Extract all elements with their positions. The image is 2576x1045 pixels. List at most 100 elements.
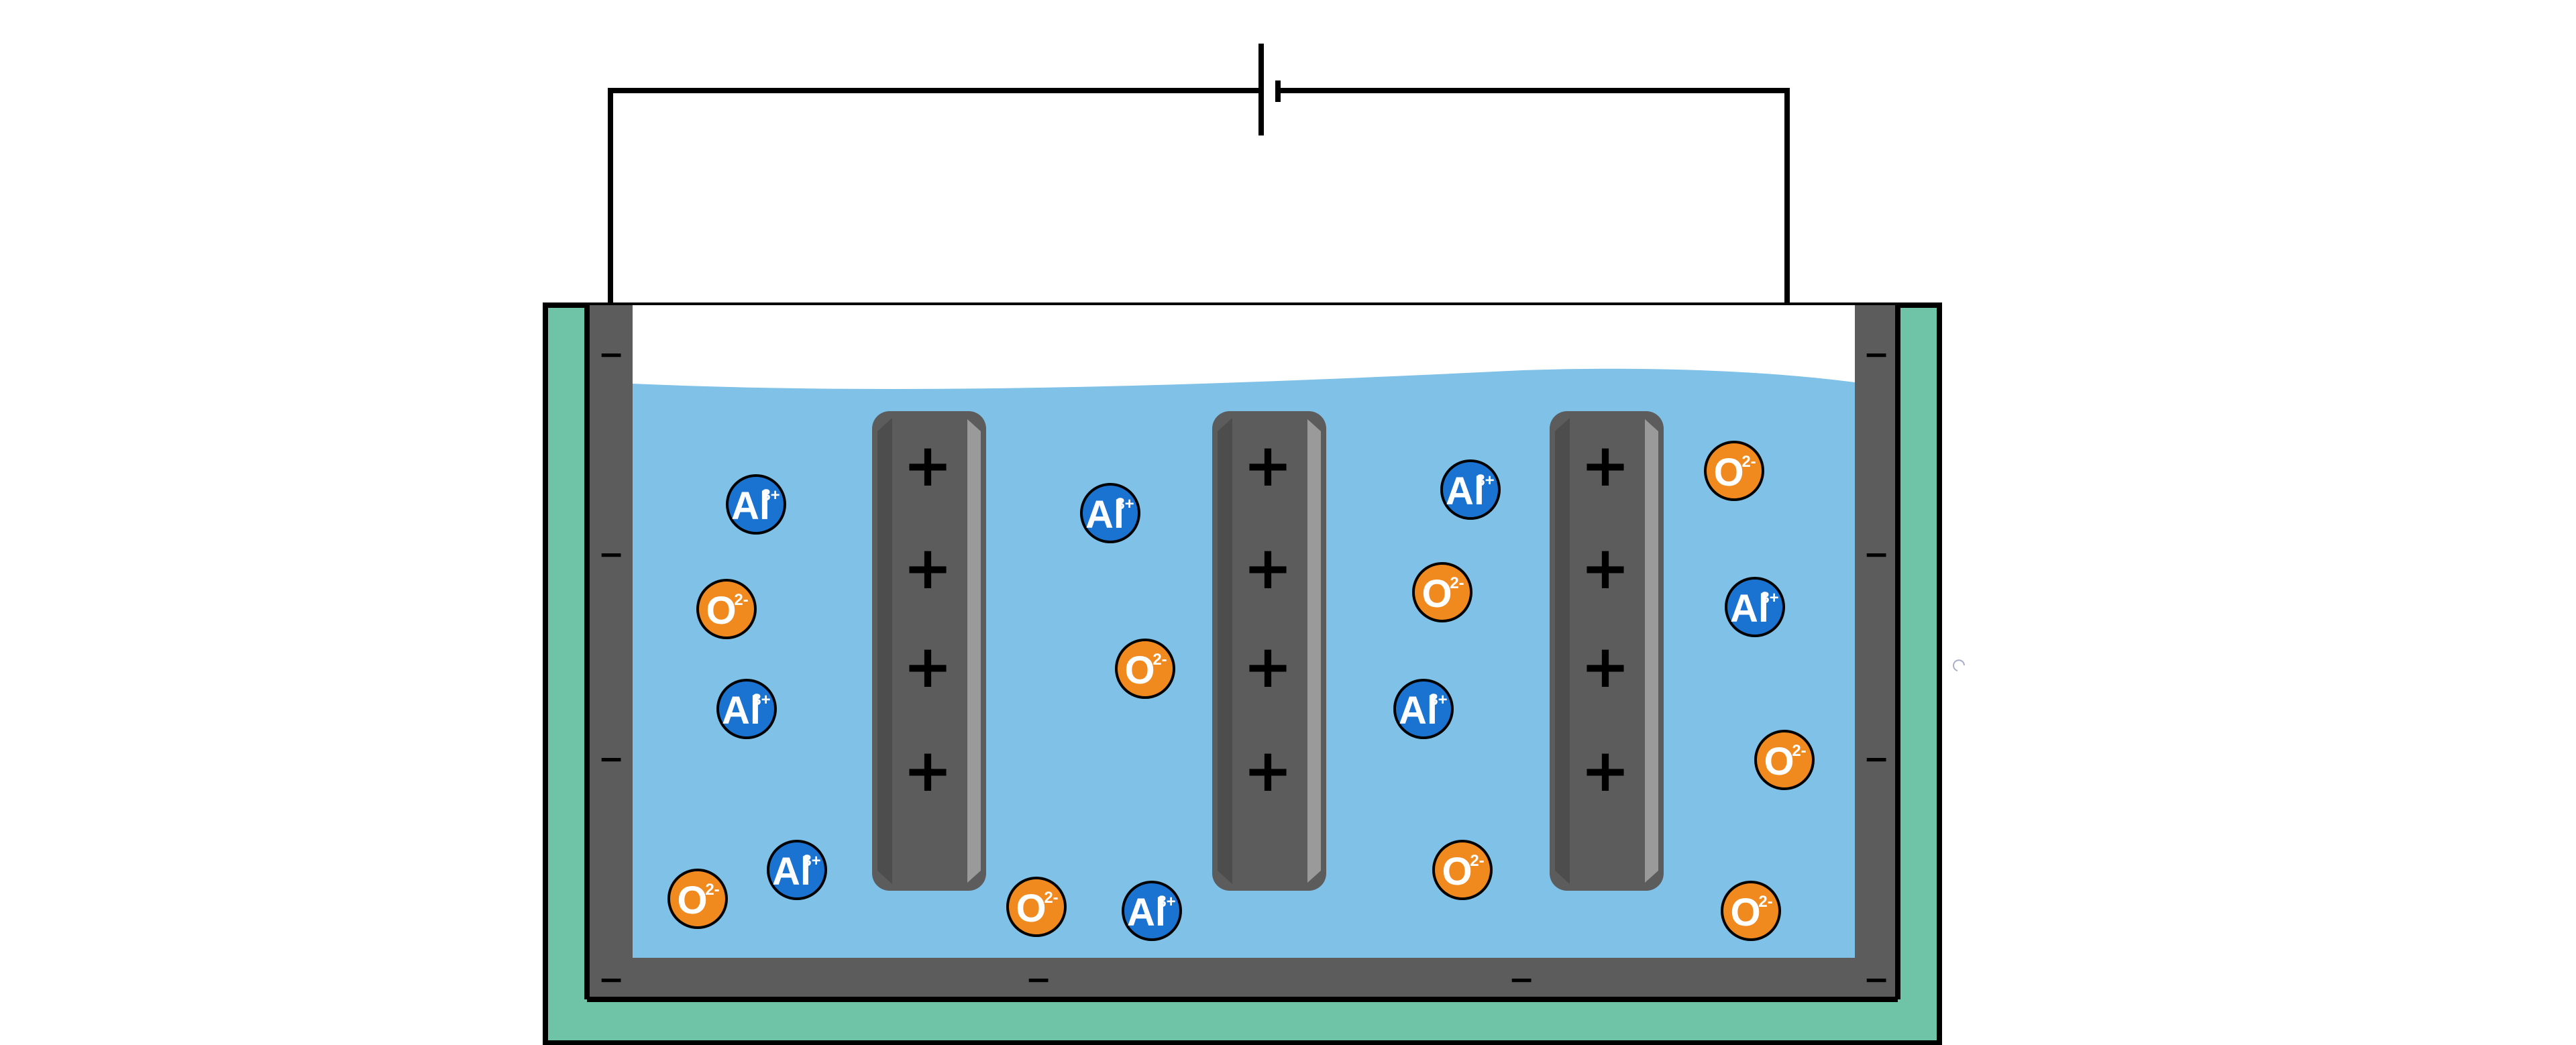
- anode-plus-sign: +: [1580, 632, 1630, 701]
- aluminium-ion-circle: [767, 840, 827, 900]
- oxide-ion-circle: [1432, 840, 1493, 900]
- aluminium-ion: Al3+: [1725, 577, 1785, 637]
- aluminium-ion-circle: [716, 679, 777, 739]
- oxide-ion-circle: [696, 579, 757, 639]
- anode-group: ++++++++++++: [872, 411, 1664, 891]
- oxide-ion-charge: 2-: [1792, 742, 1806, 760]
- oxide-ion-symbol: O: [1764, 740, 1794, 783]
- aluminium-ion-charge: 3+: [1476, 472, 1494, 490]
- aluminium-ion-circle: [1080, 483, 1140, 543]
- aluminium-ion-symbol: Al: [1446, 470, 1485, 513]
- aluminium-ion-circle: [726, 474, 786, 535]
- cathode-sign-group: −−−−−−−−−−: [598, 336, 1890, 997]
- aluminium-ion: Al3+: [1440, 459, 1501, 520]
- cathode-minus-sign: −: [1864, 740, 1890, 777]
- oxide-ion-symbol: O: [1730, 891, 1760, 934]
- oxide-ion-charge: 2-: [1450, 574, 1464, 592]
- wire-to-anodes: [1278, 88, 1790, 325]
- oxide-ion-charge: 2-: [1152, 651, 1167, 669]
- anode-plus-sign: +: [903, 431, 953, 500]
- aluminium-ion-charge: 3+: [1760, 589, 1778, 607]
- anode-plus-sign: +: [1580, 533, 1630, 602]
- oxide-ion: O2-: [1704, 441, 1764, 501]
- oxide-ion-symbol: O: [1016, 887, 1046, 930]
- aluminium-ion-charge: 3+: [761, 486, 780, 504]
- aluminium-ion: Al3+: [716, 679, 777, 739]
- anode-highlight: [1645, 419, 1658, 883]
- aluminium-ion-charge: 3+: [1116, 495, 1134, 513]
- oxide-ion-symbol: O: [1124, 649, 1155, 692]
- oxide-ion-circle: [1704, 441, 1764, 501]
- aluminium-ion-symbol: Al: [1127, 891, 1166, 934]
- aluminium-ion: Al3+: [726, 474, 786, 535]
- cathode-minus-sign: −: [1026, 961, 1052, 997]
- aluminium-ion-charge: 3+: [1157, 893, 1175, 911]
- anode-plus-sign: +: [903, 736, 953, 805]
- oxide-ion-symbol: O: [1442, 850, 1472, 893]
- cathode-minus-sign: −: [1509, 961, 1535, 997]
- oxide-ion-circle: [1006, 877, 1067, 937]
- anode-1: + + + +: [872, 411, 986, 891]
- oxide-ion: O2-: [1432, 840, 1493, 900]
- oxide-ion-symbol: O: [1713, 451, 1743, 494]
- anode-3: + + + +: [1550, 411, 1664, 891]
- aluminium-ion-symbol: Al: [1085, 493, 1124, 537]
- oxide-ion: O2-: [1721, 881, 1781, 941]
- cathode-minus-sign: −: [598, 536, 625, 572]
- anode-plus-sign: +: [903, 632, 953, 701]
- anode-plus-sign: +: [903, 533, 953, 602]
- anode-plus-sign: +: [1580, 431, 1630, 500]
- cathode-floor: [590, 958, 1895, 997]
- oxide-ion-charge: 2-: [1741, 453, 1756, 471]
- oxide-ion-circle: [1412, 562, 1472, 622]
- aluminium-ion-charge: 3+: [752, 691, 770, 709]
- aluminium-ion: Al3+: [1122, 881, 1182, 941]
- aluminium-ion-symbol: Al: [722, 689, 761, 732]
- anode-shadow: [1555, 418, 1570, 884]
- oxide-ion: O2-: [1412, 562, 1472, 622]
- oxide-ion-symbol: O: [706, 589, 736, 632]
- anode-plus-sign: +: [1580, 736, 1630, 805]
- anode-body: [872, 411, 986, 891]
- oxide-ion-charge: 2-: [705, 881, 719, 899]
- oxide-ion-charge: 2-: [1758, 893, 1772, 911]
- oxide-ion: O2-: [667, 869, 728, 929]
- cathode-lining: [590, 305, 1895, 997]
- oxide-ion: O2-: [696, 579, 757, 639]
- anode-body: [1550, 411, 1664, 891]
- aluminium-ion-symbol: Al: [1730, 587, 1769, 630]
- aluminium-ion: Al3+: [1393, 679, 1454, 739]
- wire-to-cathode: [608, 88, 1261, 309]
- anode-plus-sign: +: [1243, 632, 1293, 701]
- cathode-left-wall: [590, 305, 633, 997]
- oxide-ion-circle: [667, 869, 728, 929]
- ion-group: Al3+Al3+Al3+Al3+Al3+Al3+Al3+Al3+O2-O2-O2…: [667, 441, 1815, 941]
- oxide-ion-charge: 2-: [1044, 889, 1058, 907]
- oxide-ion: O2-: [1006, 877, 1067, 937]
- oxide-ion-charge: 2-: [734, 591, 748, 609]
- cathode-minus-sign: −: [598, 961, 625, 997]
- aluminium-ion-symbol: Al: [1399, 689, 1438, 732]
- aluminium-ion-charge: 3+: [1429, 691, 1447, 709]
- anode-highlight: [967, 419, 981, 883]
- aluminium-ion-circle: [1393, 679, 1454, 739]
- oxide-ion: O2-: [1115, 639, 1175, 699]
- anode-plus-sign: +: [1243, 736, 1293, 805]
- cathode-right-wall: [1855, 305, 1895, 997]
- oxide-ion-symbol: O: [677, 879, 707, 922]
- anode-shadow: [877, 418, 892, 884]
- cathode-minus-sign: −: [598, 336, 625, 372]
- oxide-ion-symbol: O: [1421, 572, 1452, 616]
- anode-plus-sign: +: [1243, 431, 1293, 500]
- aluminium-ion-symbol: Al: [731, 484, 770, 528]
- oxide-ion-circle: [1721, 881, 1781, 941]
- cathode-minus-sign: −: [1864, 336, 1890, 372]
- anode-2: ++++: [1212, 411, 1326, 891]
- anode-shadow: [1218, 418, 1232, 884]
- oxide-ion-circle: [1115, 639, 1175, 699]
- aluminium-ion-circle: [1725, 577, 1785, 637]
- aluminium-ion-circle: [1440, 459, 1501, 520]
- aluminium-ion: Al3+: [767, 840, 827, 900]
- oxide-ion: O2-: [1754, 730, 1815, 790]
